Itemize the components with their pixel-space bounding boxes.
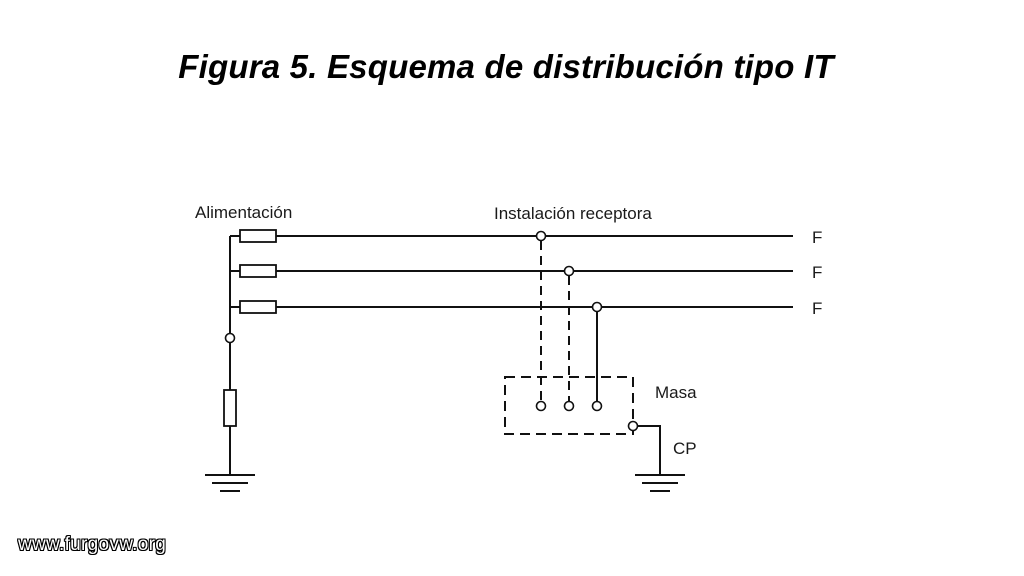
phase-line-2 [230,264,793,278]
terminal-1 [535,400,547,412]
neutral-point-node [224,332,236,344]
phase-label-3: F [812,299,822,318]
mass-enclosure [504,376,634,435]
supply-earth-icon [205,474,255,492]
page-title: Figura 5. Esquema de distribución tipo I… [178,48,834,85]
tap-node-1 [535,230,547,242]
fuse-2 [239,264,277,278]
tap-node-2 [563,265,575,277]
receiver-label: Instalación receptora [494,204,652,223]
protective-earth-lead [637,425,661,475]
watermark: www.furgovw.org [18,534,167,555]
earth-label: CP [673,439,697,458]
phase-line-1 [230,229,793,243]
mass-label: Masa [655,383,697,402]
phase-line-3 [230,300,793,314]
fuse-1 [239,229,277,243]
tap-node-3 [591,301,603,313]
terminal-3 [591,400,603,412]
phase-label-1: F [812,228,822,247]
supply-label: Alimentación [195,203,292,222]
mass-earth-icon [635,474,685,492]
fuse-3 [239,300,277,314]
mass-earth-node [627,420,639,432]
earthing-impedance [223,389,237,427]
phase-label-2: F [812,263,822,282]
terminal-2 [563,400,575,412]
